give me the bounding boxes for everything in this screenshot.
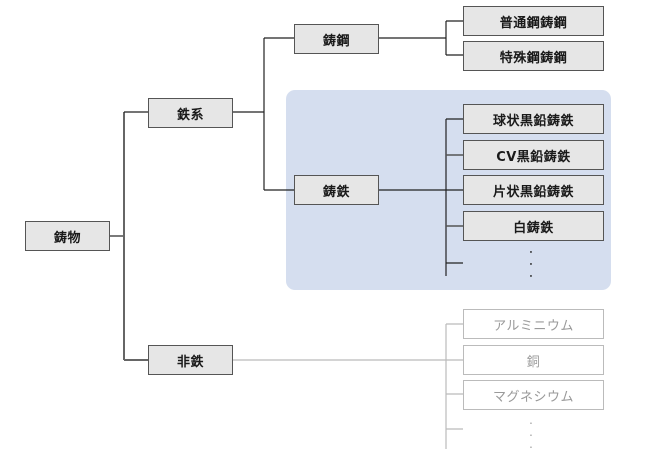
node-ferrous: 鉄系 xyxy=(148,98,233,128)
node-flake-graphite-iron: 片状黒鉛鋳鉄 xyxy=(463,175,604,205)
node-special-cast-steel: 特殊鋼鋳鋼 xyxy=(463,41,604,71)
node-label: CV黒鉛鋳鉄 xyxy=(496,149,571,165)
node-label: 鋳鉄 xyxy=(322,184,350,200)
more-items-indicator: ••• xyxy=(529,421,533,451)
node-label: 銅 xyxy=(526,354,541,370)
node-label: 鋳物 xyxy=(53,230,81,246)
node-label: マグネシウム xyxy=(492,389,574,405)
node-label: 鋳鋼 xyxy=(322,33,350,49)
node-copper: 銅 xyxy=(463,345,604,375)
node-label: 片状黒鉛鋳鉄 xyxy=(492,184,574,200)
node-aluminum: アルミニウム xyxy=(463,309,604,339)
node-casting: 鋳物 xyxy=(25,221,110,251)
node-label: アルミニウム xyxy=(493,318,574,334)
node-label: 鉄系 xyxy=(176,107,204,123)
node-ductile-iron: 球状黒鉛鋳鉄 xyxy=(463,104,604,134)
more-items-indicator: ••• xyxy=(529,250,533,280)
node-label: 非鉄 xyxy=(176,354,204,370)
node-cv-graphite-iron: CV黒鉛鋳鉄 xyxy=(463,140,604,170)
node-label: 特殊鋼鋳鋼 xyxy=(499,50,568,66)
node-label: 普通鋼鋳鋼 xyxy=(499,15,568,31)
node-magnesium: マグネシウム xyxy=(463,380,604,410)
node-cast-iron: 鋳鉄 xyxy=(294,175,379,205)
node-nonferrous: 非鉄 xyxy=(148,345,233,375)
node-white-iron: 白鋳鉄 xyxy=(463,211,604,241)
node-label: 白鋳鉄 xyxy=(513,220,554,236)
node-ordinary-cast-steel: 普通鋼鋳鋼 xyxy=(463,6,604,36)
node-label: 球状黒鉛鋳鉄 xyxy=(492,113,574,129)
node-cast-steel: 鋳鋼 xyxy=(294,24,379,54)
